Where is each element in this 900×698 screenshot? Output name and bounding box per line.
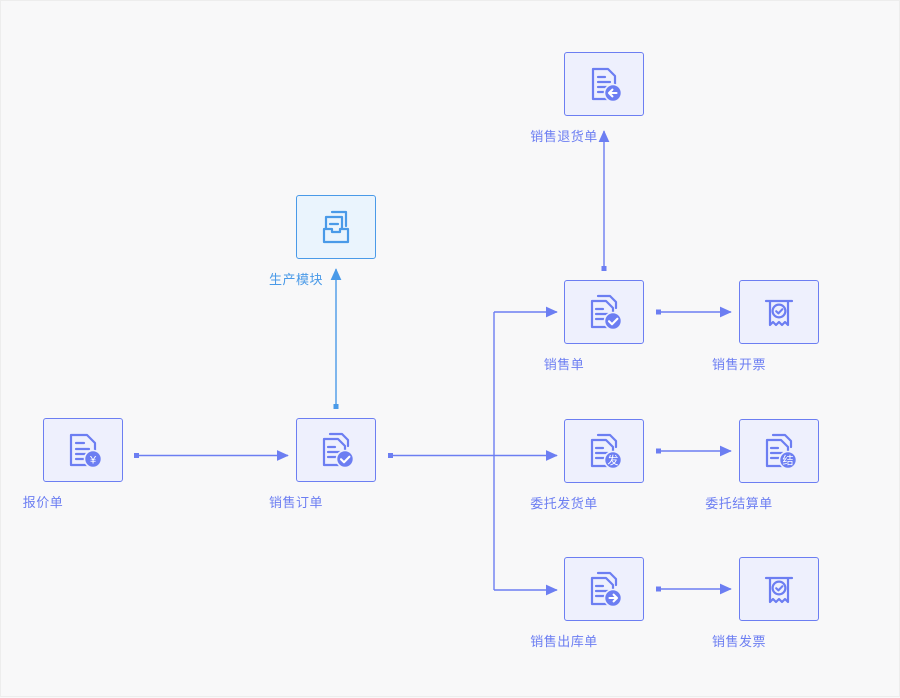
node-consignment-delivery-box[interactable]: 发 [564, 419, 644, 483]
document-jie-icon: 结 [765, 433, 798, 470]
node-consignment-settlement-label: 委托结算单 [705, 496, 773, 511]
node-sales-invoicing-label: 销售开票 [711, 357, 767, 372]
connector-sales-bill-to-sales-invoicing [656, 306, 732, 318]
node-sales-bill-box[interactable] [564, 280, 644, 344]
document-arrow-left-icon [591, 67, 623, 103]
node-sales-return-label: 销售退货单 [530, 129, 598, 144]
connector-sales-outbound-to-sales-invoice [656, 583, 732, 595]
node-sales-invoicing-box[interactable] [739, 280, 819, 344]
node-quotation-box[interactable]: ¥ [43, 418, 123, 482]
receipt-check-icon [764, 299, 794, 327]
node-sales-order-box[interactable] [296, 418, 376, 482]
connector-sales-bill-to-sales-return [598, 130, 610, 271]
svg-text:¥: ¥ [89, 454, 97, 466]
node-quotation-label: 报价单 [22, 495, 64, 510]
connector-consignment-delivery-to-settlement [656, 445, 732, 457]
production-archive-icon [322, 210, 350, 244]
connector-sales-order-branch-bus [388, 306, 558, 596]
connector-quotation-to-sales-order [134, 450, 289, 461]
node-sales-outbound-box[interactable] [564, 557, 644, 621]
node-sales-return-box[interactable] [564, 52, 644, 116]
node-sales-bill-label: 销售单 [543, 357, 585, 372]
node-production-module-box[interactable] [296, 195, 376, 259]
node-consignment-settlement-box[interactable]: 结 [739, 419, 819, 483]
node-sales-order-label: 销售订单 [268, 495, 324, 510]
node-sales-outbound-label: 销售出库单 [530, 634, 598, 649]
document-arrow-right-icon [590, 571, 623, 608]
node-sales-invoice-label: 销售发票 [711, 634, 767, 649]
document-fa-icon: 发 [590, 433, 623, 470]
node-sales-invoice-box[interactable] [739, 557, 819, 621]
receipt-check-icon [764, 576, 794, 604]
document-yen-icon: ¥ [69, 433, 103, 469]
node-consignment-delivery-label: 委托发货单 [530, 496, 598, 511]
node-production-module-label: 生产模块 [268, 272, 324, 287]
document-check-icon [590, 294, 623, 331]
connector-sales-order-to-production-module [330, 268, 342, 409]
badge-text: 结 [783, 454, 794, 467]
document-check-icon [322, 432, 355, 469]
badge-text: 发 [608, 453, 619, 467]
